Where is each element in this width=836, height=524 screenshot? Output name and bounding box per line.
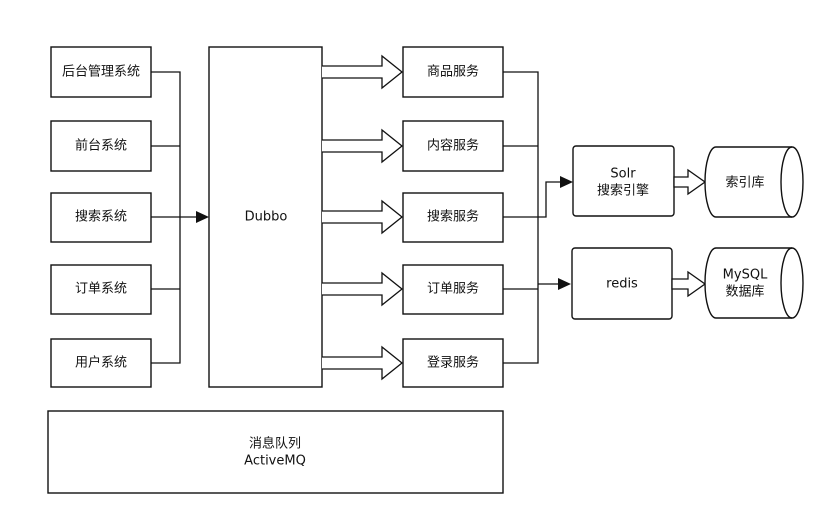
hollow-arrow-icon — [322, 54, 404, 90]
redis-node: redis — [571, 247, 673, 320]
admin-system-node: 后台管理系统 — [50, 46, 152, 98]
hollow-arrow-icon — [671, 270, 707, 298]
content-service-node: 内容服务 — [402, 120, 504, 172]
login-service-label: 登录服务 — [427, 355, 479, 371]
order-service-node: 订单服务 — [402, 264, 504, 315]
index-db-label: 索引库 — [725, 175, 764, 191]
search-service-label: 搜索服务 — [427, 209, 479, 225]
mysql-db-label-line2: 数据库 — [725, 284, 764, 300]
order-system-label: 订单系统 — [75, 282, 127, 297]
hollow-arrow-icon — [322, 271, 404, 307]
search-service-node: 搜索服务 — [402, 192, 504, 243]
solr-node: Solr 搜索引擎 — [572, 145, 675, 217]
index-db-node: 索引库 — [704, 146, 804, 218]
hollow-arrow-icon — [322, 345, 404, 381]
order-service-label: 订单服务 — [427, 281, 479, 297]
product-service-node: 商品服务 — [402, 46, 504, 98]
front-system-node: 前台系统 — [50, 120, 152, 172]
arrow-to-redis-icon — [558, 278, 571, 290]
solr-label-line2: 搜索引擎 — [597, 184, 649, 199]
mysql-db-node: MySQL 数据库 — [704, 247, 804, 319]
database-icon — [704, 247, 804, 319]
hollow-arrow-icon — [673, 168, 707, 196]
message-queue-node: 消息队列 ActiveMQ — [47, 410, 504, 494]
message-queue-label-line1: 消息队列 — [249, 436, 301, 452]
hollow-arrow-icon — [322, 128, 404, 164]
search-to-solr-connector — [503, 181, 562, 218]
search-system-node: 搜索系统 — [50, 192, 152, 243]
systems-to-dubbo-connector — [151, 71, 198, 364]
user-system-node: 用户系统 — [50, 338, 152, 388]
user-system-label: 用户系统 — [75, 355, 127, 371]
content-service-label: 内容服务 — [427, 138, 479, 154]
order-system-node: 订单系统 — [50, 264, 152, 315]
product-service-label: 商品服务 — [427, 64, 479, 80]
arrow-to-solr-icon — [560, 176, 573, 188]
front-system-label: 前台系统 — [75, 138, 127, 154]
admin-system-label: 后台管理系统 — [62, 65, 140, 80]
solr-label-line1: Solr — [610, 167, 636, 182]
dubbo-label: Dubbo — [245, 210, 288, 225]
dubbo-node: Dubbo — [208, 46, 323, 388]
dubbo-service-arrows — [322, 54, 404, 381]
login-service-node: 登录服务 — [402, 338, 504, 388]
redis-label: redis — [606, 277, 638, 292]
hollow-arrow-icon — [322, 199, 404, 235]
mysql-db-label-line1: MySQL — [723, 268, 768, 283]
search-system-label: 搜索系统 — [75, 210, 127, 225]
message-queue-label-line2: ActiveMQ — [244, 454, 306, 469]
arrow-to-dubbo-icon — [196, 211, 209, 223]
